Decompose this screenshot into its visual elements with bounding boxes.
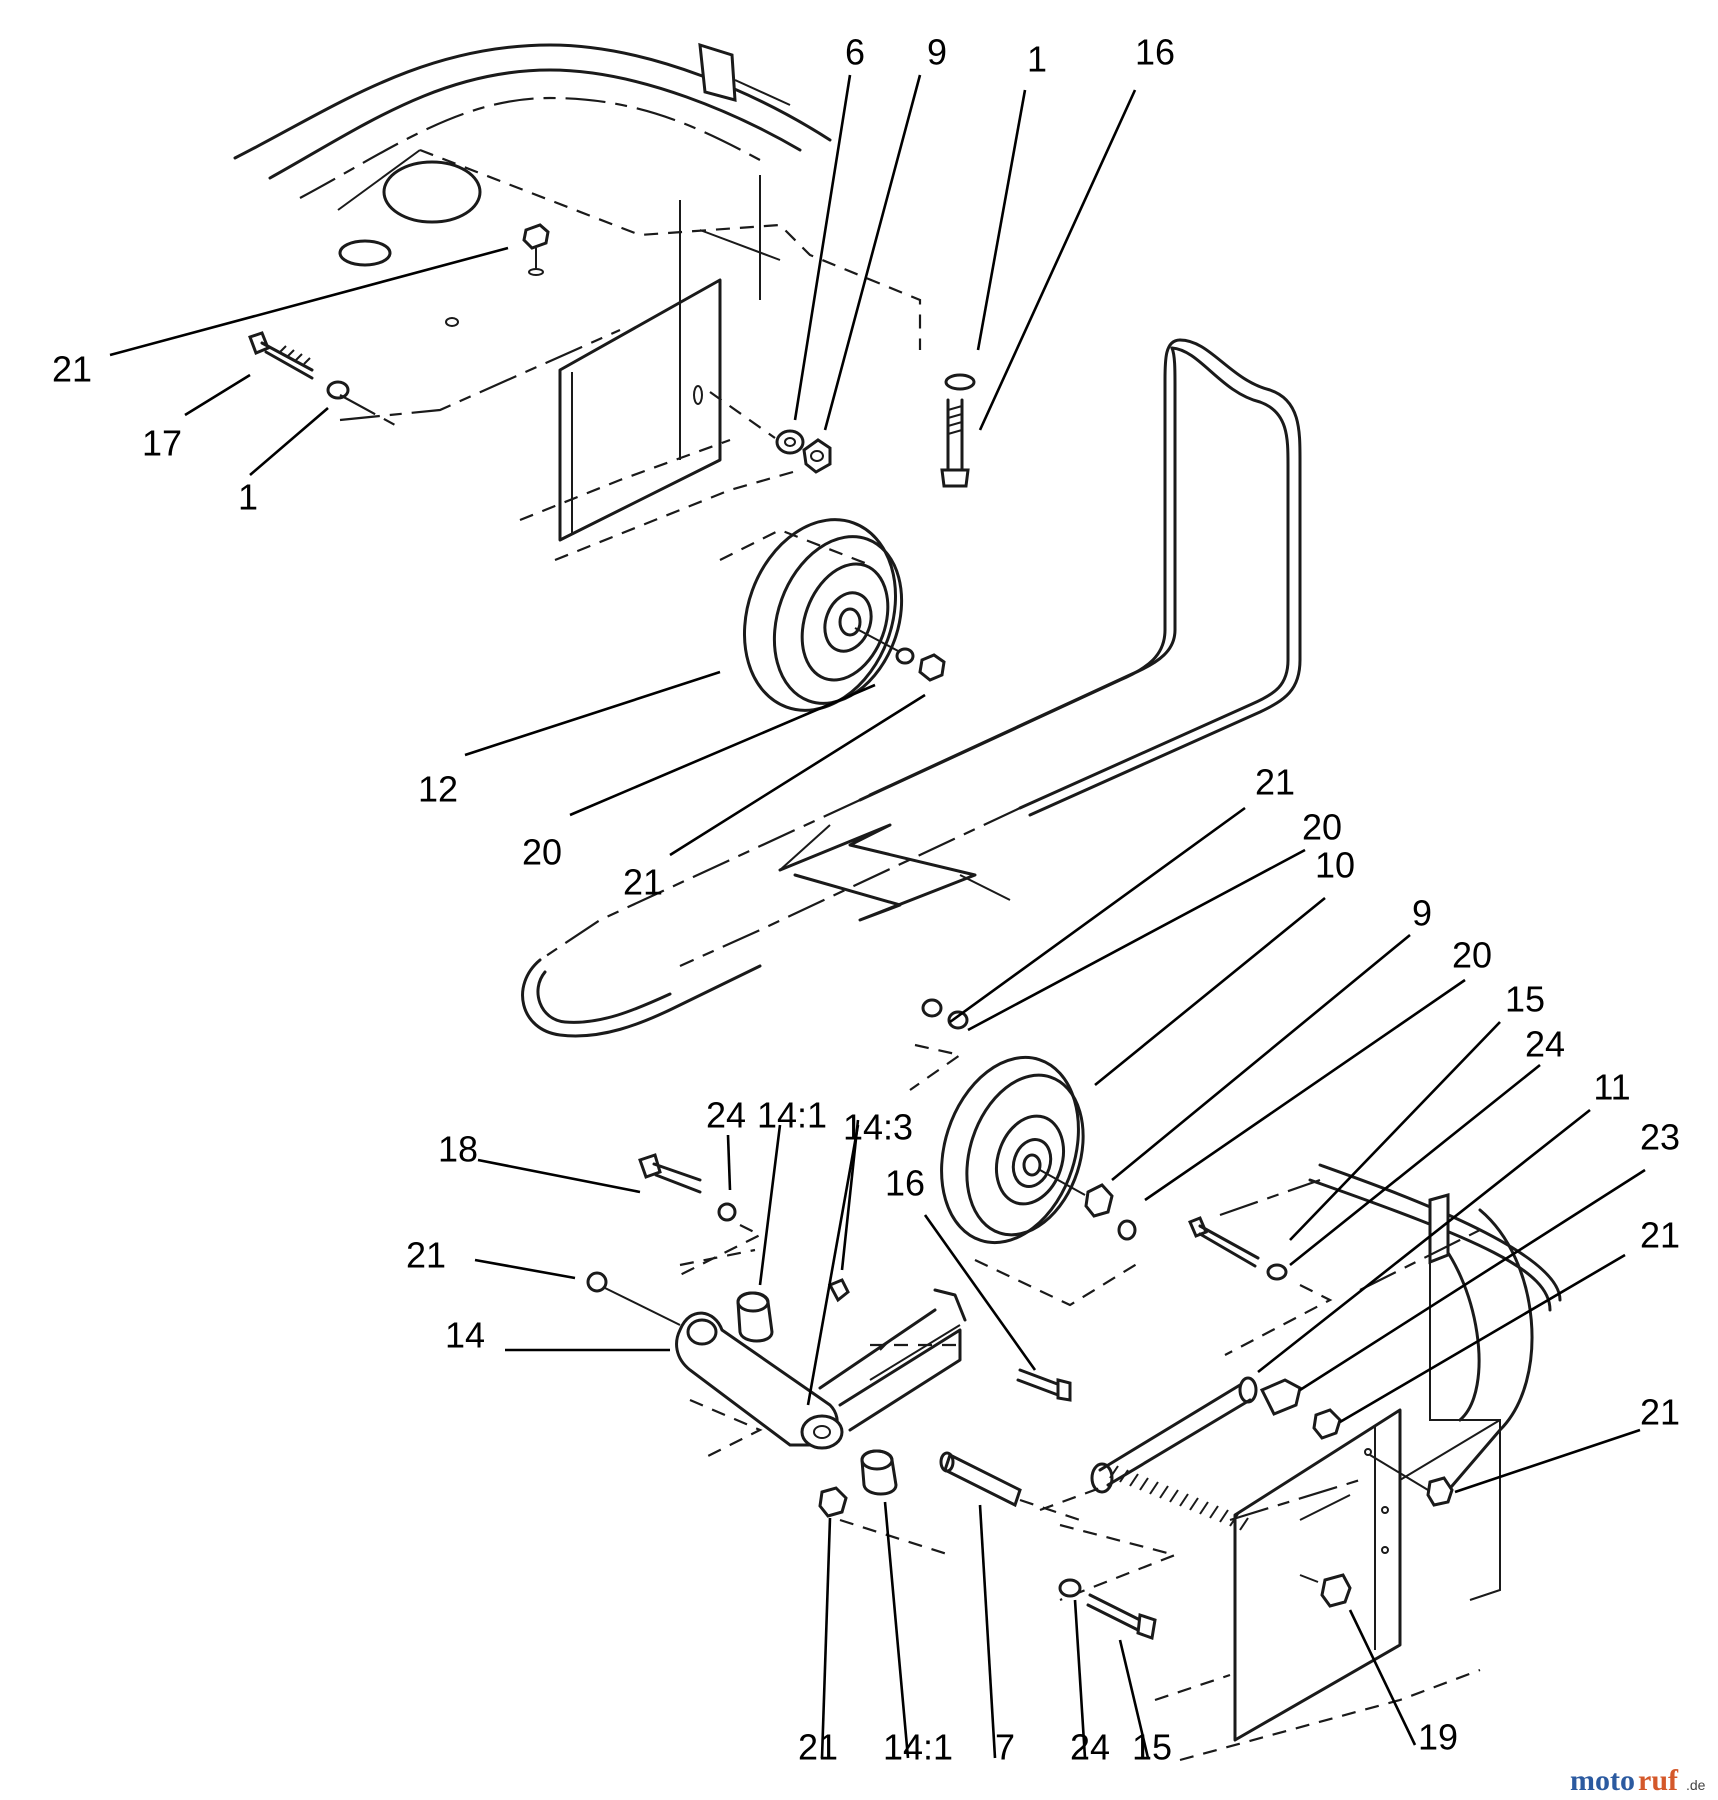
idler-pulley-12 [719, 518, 946, 712]
callout-21: 21 [1640, 1392, 1680, 1433]
tension-spring-11 [1039, 1376, 1454, 1602]
callout-15: 15 [1132, 1727, 1172, 1768]
callout-20: 20 [1452, 935, 1492, 976]
drive-belt [521, 338, 1302, 1038]
callout-21: 21 [1255, 762, 1295, 803]
bolt-15-upper [1188, 1216, 1333, 1356]
mounting-plate [558, 278, 722, 542]
callout-1: 1 [1027, 39, 1047, 80]
callout-17: 17 [142, 423, 182, 464]
callout-1: 1 [238, 477, 258, 518]
bolt-15-lower [1058, 1578, 1157, 1641]
watermark-part-a: moto [1570, 1764, 1635, 1797]
idler-pulley-10 [909, 998, 1141, 1307]
callout-7: 7 [995, 1727, 1015, 1768]
callout-labels: 6 9 1 16 21 17 1 12 20 21 21 20 10 9 20 … [52, 32, 1680, 1768]
watermark-part-b: ruf [1638, 1764, 1679, 1797]
callout-9: 9 [1412, 893, 1432, 934]
callout-21: 21 [623, 862, 663, 903]
callout-14-1: 14:1 [757, 1095, 827, 1136]
upper-deck-frame [233, 42, 922, 562]
callout-24: 24 [1070, 1727, 1110, 1768]
lower-bracket-plate [1154, 1408, 1402, 1742]
washer-21-left [586, 1271, 608, 1293]
bolt-16-lower [1016, 1368, 1072, 1402]
callout-14-3: 14:3 [843, 1107, 913, 1148]
callout-21: 21 [406, 1235, 446, 1276]
callout-24: 24 [1525, 1024, 1565, 1065]
callout-18: 18 [438, 1129, 478, 1170]
bolt-18 [638, 1153, 763, 1276]
bolt-17 [248, 331, 314, 380]
callout-16: 16 [1135, 32, 1175, 73]
watermark-logo: moto ruf .de [1570, 1764, 1706, 1797]
callout-21: 21 [52, 349, 92, 390]
callout-16: 16 [885, 1163, 925, 1204]
callout-20: 20 [1302, 807, 1342, 848]
callout-10: 10 [1315, 845, 1355, 886]
upper-hardware [248, 223, 976, 488]
callout-6: 6 [845, 32, 865, 73]
callout-24: 24 [706, 1095, 746, 1136]
idler-arm-14 [675, 1288, 967, 1461]
pivot-pin-7 [939, 1451, 1081, 1522]
callout-20: 20 [522, 832, 562, 873]
leader-lines [109, 74, 1646, 1759]
grease-fitting-14-3 [827, 1278, 850, 1303]
watermark-suffix: .de [1686, 1777, 1706, 1793]
nut-21-bottom [818, 1486, 848, 1518]
callout-14: 14 [445, 1315, 485, 1356]
callout-9: 9 [927, 32, 947, 73]
bolt-16-top [940, 398, 970, 488]
callout-14-1: 14:1 [883, 1727, 953, 1768]
callout-11: 11 [1593, 1067, 1630, 1108]
callout-21: 21 [798, 1727, 838, 1768]
callout-15: 15 [1505, 979, 1545, 1020]
bushing-14-1 [679, 1248, 898, 1496]
callout-21: 21 [1640, 1215, 1680, 1256]
callout-12: 12 [418, 769, 458, 810]
callout-23: 23 [1640, 1117, 1680, 1158]
callout-19: 19 [1418, 1717, 1458, 1758]
